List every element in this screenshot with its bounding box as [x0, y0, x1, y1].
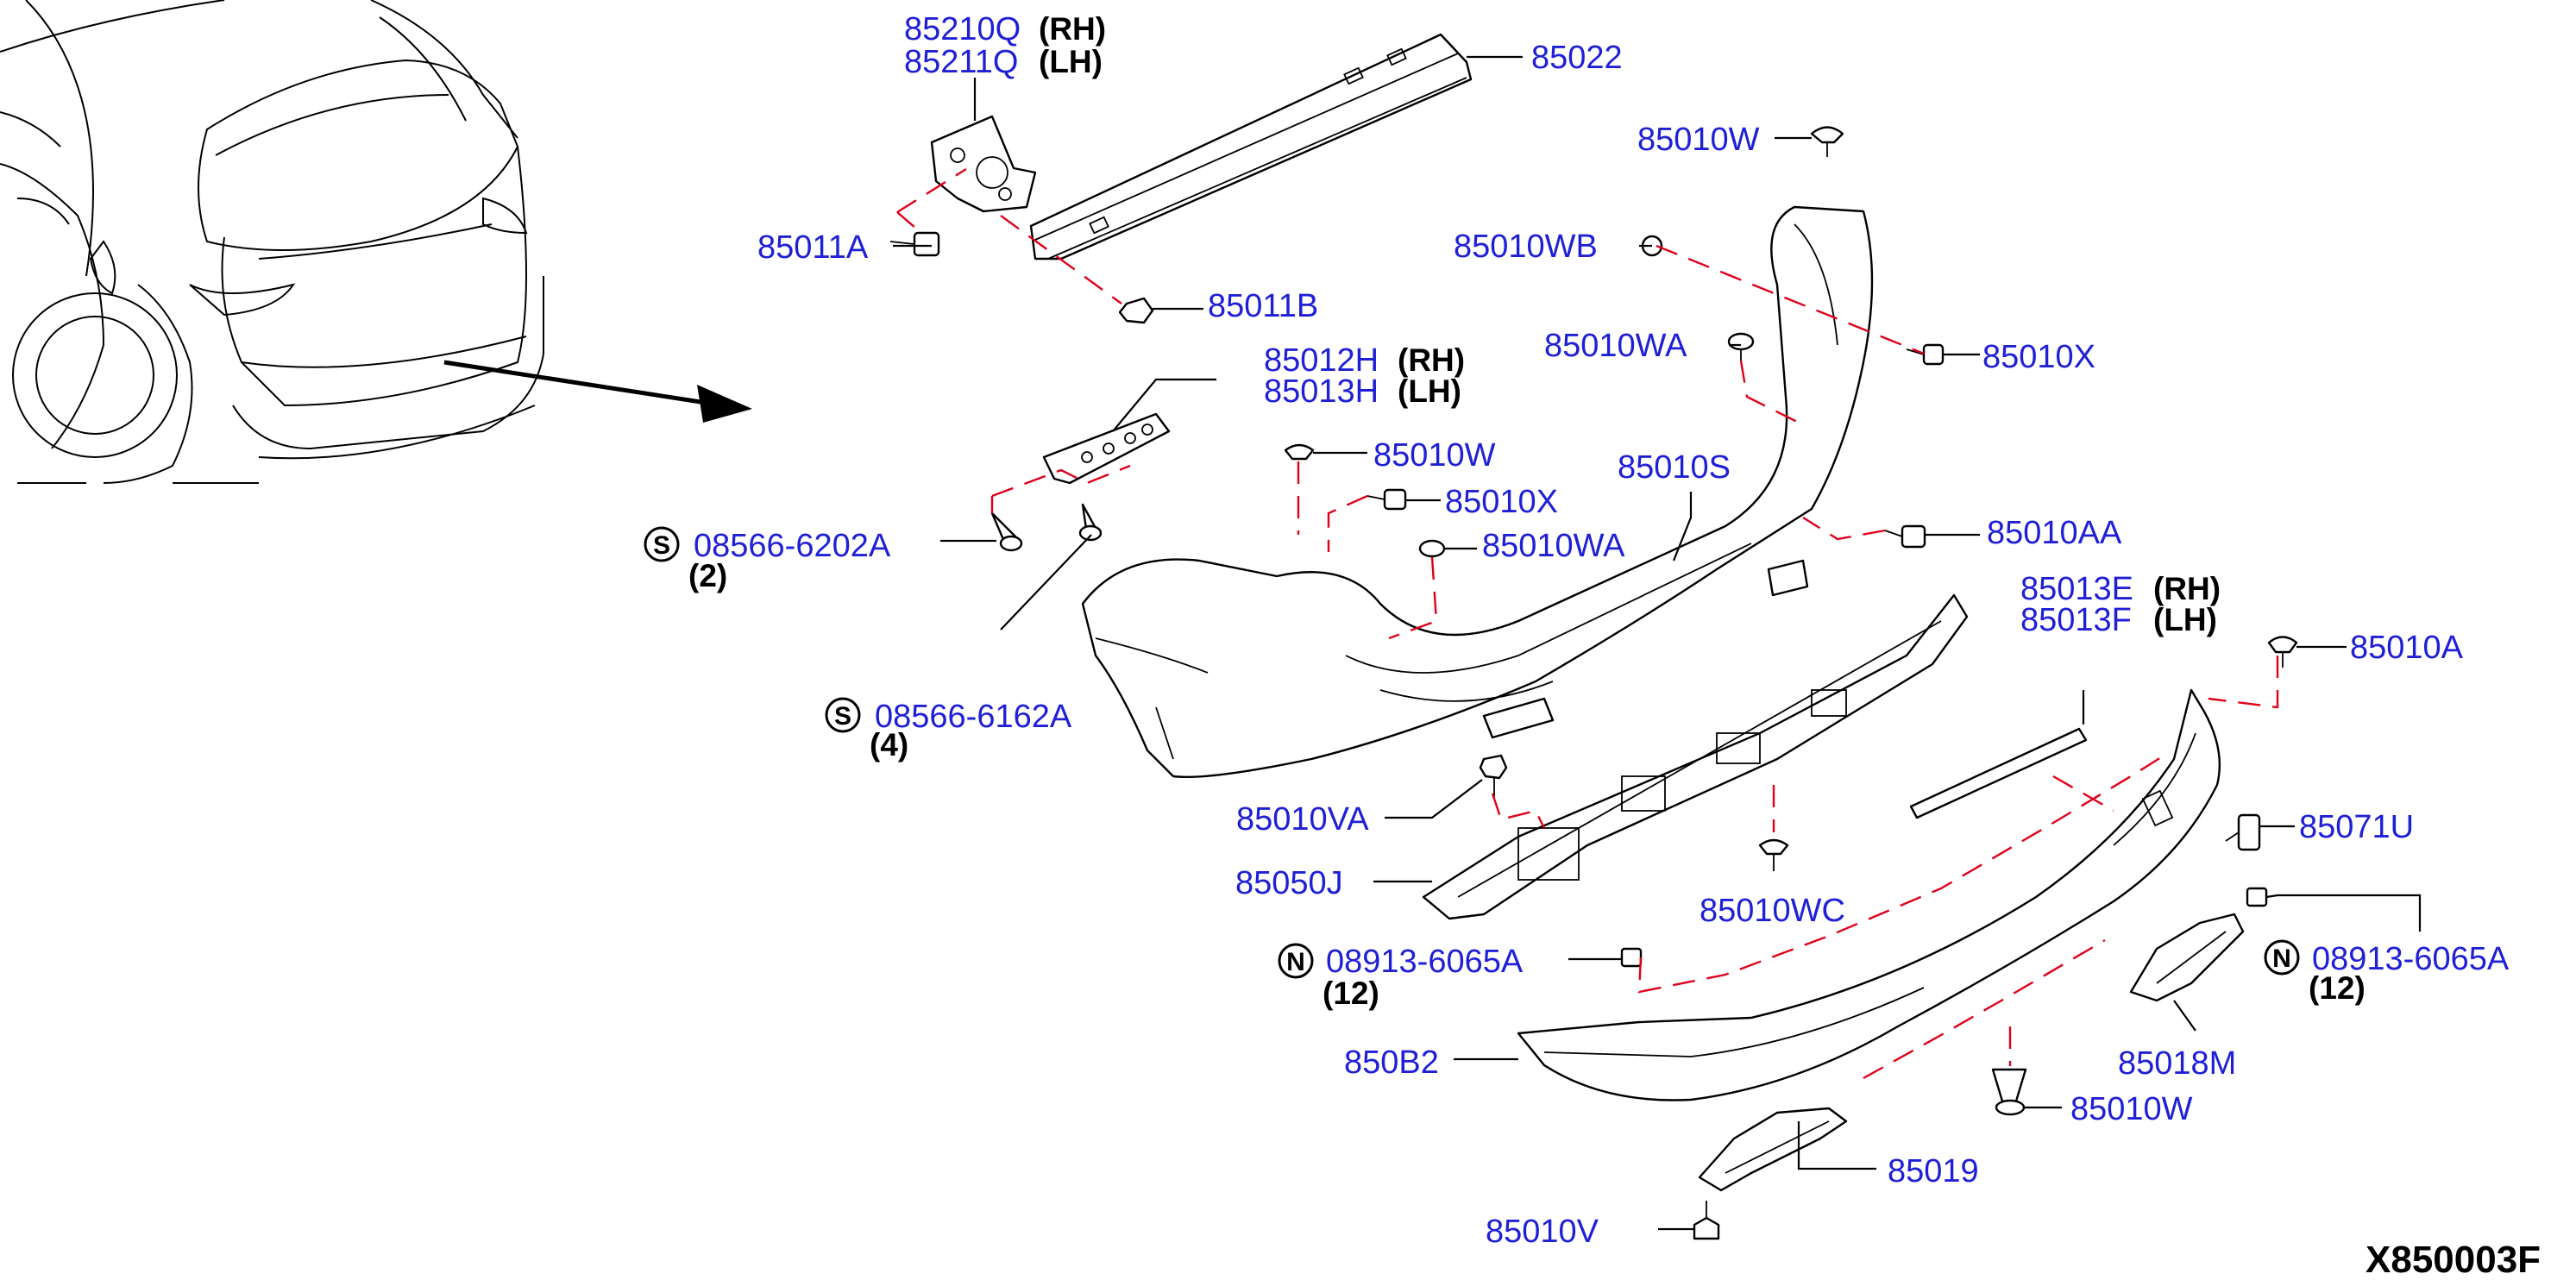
part-number-85010v: 85010V [1486, 1214, 1599, 1250]
part-number-850b2: 850B2 [1344, 1045, 1439, 1081]
part-number-85011a: 85011A [757, 229, 869, 266]
part-number-85013e: 85013E [2020, 571, 2133, 607]
side-lh: (LH) [2153, 602, 2217, 637]
clip-85010wc [1758, 838, 1789, 871]
part-number-85013h: 85013H [1264, 373, 1379, 410]
molding-strip-85013e [1909, 727, 2088, 819]
part-number-08566-6202a: 08566-6202A [694, 528, 891, 564]
quantity: (4) [870, 727, 908, 762]
lower-fascia-850b2 [1517, 688, 2221, 1101]
part-number-85211q: 85211Q [904, 44, 1018, 80]
clip-08913-right [2246, 887, 2268, 907]
side-rh: (RH) [1039, 11, 1106, 47]
marker-n: N [1286, 948, 1305, 976]
side-lh: (LH) [1039, 44, 1103, 79]
part-number-85010x-mid: 85010X [1445, 484, 1558, 520]
label-08566-6162a: S 08566-6162A (4) [825, 697, 1072, 762]
label-08913-6065a-left: N 08913-6065A (12) [1278, 943, 1524, 1011]
drawing-code: X850003F [2366, 1239, 2541, 1280]
part-number-85010s: 85010S [1618, 449, 1731, 486]
part-number-85010w-low: 85010W [2070, 1091, 2193, 1127]
bumper-stay-bracket-85210q [930, 115, 1037, 213]
part-number-85010wa-mid: 85010WA [1482, 528, 1625, 564]
marker-s: S [834, 702, 851, 731]
quantity: (2) [688, 558, 727, 593]
label-85013e: 85013E (RH) [2020, 571, 2221, 607]
clip-85010w-low [1991, 1068, 2027, 1116]
label-85211q: 85211Q (LH) [904, 44, 1103, 80]
label-85013h: 85013H (LH) [1264, 373, 1461, 410]
part-number-85010wa-upper: 85010WA [1544, 328, 1687, 364]
leader-lines [893, 55, 2422, 1231]
bolt-85010v [1693, 1201, 1720, 1240]
part-number-85010wc: 85010WC [1700, 893, 1845, 929]
clip-85010w-top [1810, 126, 1844, 157]
rear-reinforcement-85022 [1029, 33, 1473, 260]
marker-circle-icon [825, 697, 861, 733]
clip-08913-left [1620, 947, 1643, 968]
part-number-85210q: 85210Q [904, 11, 1021, 47]
clip-85010wa-upper [1727, 332, 1755, 361]
clip-85010wa-mid [1418, 539, 1446, 558]
nut-85011b [1118, 297, 1154, 324]
part-number-08913-6065a: 08913-6065A [2312, 941, 2510, 977]
clip-85010w-mid [1284, 443, 1315, 461]
part-number-08913-6065a: 08913-6065A [1326, 944, 1524, 980]
part-number-85019: 85019 [1888, 1153, 1979, 1189]
side-rh: (RH) [2153, 571, 2221, 606]
screw-85010x-mid [1367, 488, 1407, 511]
quantity: (12) [1323, 976, 1379, 1011]
cover-85071u [2225, 813, 2261, 851]
bracket-85019 [1698, 1107, 1848, 1192]
part-number-85022: 85022 [1531, 40, 1623, 76]
part-number-85010w-mid: 85010W [1373, 437, 1496, 474]
label-85012h: 85012H (RH) [1264, 342, 1465, 379]
bumper-fascia-85010s [1081, 205, 1874, 779]
screw-08566-6162a [1078, 503, 1103, 542]
label-85210q: 85210Q (RH) [904, 11, 1106, 47]
part-number-85011b: 85011B [1208, 288, 1318, 324]
part-number-85071u: 85071U [2299, 809, 2414, 845]
label-08566-6202a: S 08566-6202A (2) [644, 526, 891, 593]
clip-85010a [2267, 636, 2298, 668]
part-number-85018m: 85018M [2118, 1045, 2236, 1082]
location-arrow [443, 360, 752, 423]
label-85013f: 85013F (LH) [2020, 602, 2217, 638]
quantity: (12) [2309, 970, 2366, 1006]
part-number-85010w-top: 85010W [1637, 122, 1760, 158]
bumper-bracket-85050j [1422, 593, 1969, 920]
part-number-85010a: 85010A [2350, 630, 2464, 666]
part-number-08566-6162a: 08566-6162A [875, 699, 1072, 735]
marker-circle-icon [2264, 939, 2300, 976]
part-number-85010wb: 85010WB [1454, 229, 1598, 265]
bolt-85011a [889, 231, 940, 257]
bracket-85018m [2129, 913, 2245, 1002]
bolt-85010aa [1884, 524, 1926, 549]
screw-85010x-upper [1906, 343, 1945, 366]
side-rh: (RH) [1398, 342, 1465, 378]
part-number-85010aa: 85010AA [1987, 515, 2122, 551]
assembly-guide-lines [896, 167, 2279, 1080]
bolt-85010va [1479, 754, 1508, 798]
side-bracket-85012h [1042, 412, 1171, 485]
side-lh: (LH) [1398, 373, 1461, 409]
part-number-85012h: 85012H [1264, 342, 1379, 379]
marker-circle-icon [1278, 943, 1314, 979]
marker-n: N [2272, 944, 2291, 973]
part-number-85010x-upper: 85010X [1982, 339, 2095, 375]
marker-circle-icon [644, 526, 680, 562]
screw-08566-6202a [990, 511, 1023, 552]
part-number-85010va: 85010VA [1236, 801, 1369, 838]
part-number-85013f: 85013F [2020, 602, 2132, 638]
vehicle-rear-illustration [0, 0, 544, 484]
marker-s: S [653, 531, 670, 560]
label-08913-6065a-right: N 08913-6065A (12) [2264, 939, 2510, 1006]
part-number-85050j: 85050J [1235, 865, 1343, 901]
